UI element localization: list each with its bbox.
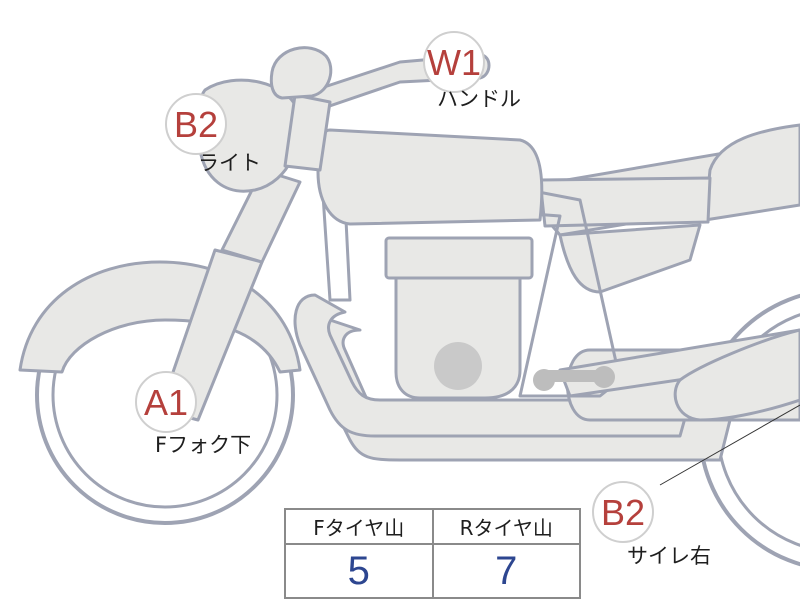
steering-stem (283, 93, 332, 172)
fork-upper (220, 168, 302, 264)
callout-front-fork-label: Fフォク下 (155, 433, 251, 457)
main-frame (318, 148, 622, 398)
callout-light: B2 ライト (165, 93, 261, 175)
front-tire-tread-header: Fタイヤ山 (284, 508, 434, 545)
front-tire-tread-value: 5 (284, 543, 434, 599)
callout-front-fork-code: A1 (144, 382, 188, 423)
rear-tire-tread-value: 7 (431, 543, 581, 599)
seat-bottom (538, 176, 712, 228)
chain-adjuster-right (593, 366, 615, 388)
callout-light-code: B2 (174, 104, 218, 145)
engine-case (394, 270, 522, 400)
callout-muffler-right-code: B2 (601, 492, 645, 533)
chain-adjuster (538, 370, 608, 382)
fuel-tank (316, 128, 544, 226)
table-value-row: 5 7 (284, 543, 581, 599)
callout-handle-circle (423, 31, 485, 93)
swing-arm (558, 328, 800, 398)
rear-tire-tread-header: Rタイヤ山 (431, 508, 581, 545)
engine-sprocket (434, 342, 482, 390)
callout-light-label: ライト (198, 151, 261, 175)
speedometer (269, 46, 333, 100)
callout-light-circle (165, 93, 227, 155)
side-cover (558, 223, 702, 294)
callout-front-fork-circle (135, 371, 197, 433)
front-fender (18, 260, 302, 374)
motorcycle-illustration (18, 46, 800, 567)
callout-muffler-right: B2 サイレ右 (592, 481, 711, 568)
callout-handle-code: W1 (427, 42, 481, 83)
chain-adjuster-left (533, 369, 555, 391)
callout-handle-label: ハンドル (437, 87, 521, 111)
callout-muffler-right-circle (592, 481, 654, 543)
callout-front-fork: A1 Fフォク下 (135, 371, 251, 457)
callout-handle: W1 ハンドル (423, 31, 521, 111)
tire-tread-table: Fタイヤ山 Rタイヤ山 5 7 (284, 508, 581, 599)
callout-muffler-right-label: サイレ右 (627, 544, 711, 568)
rear-shock (673, 328, 800, 422)
callout-leader-line (659, 404, 800, 486)
table-header-row: Fタイヤ山 Rタイヤ山 (284, 508, 581, 545)
seat (703, 123, 800, 222)
engine-cylinder (384, 236, 534, 280)
